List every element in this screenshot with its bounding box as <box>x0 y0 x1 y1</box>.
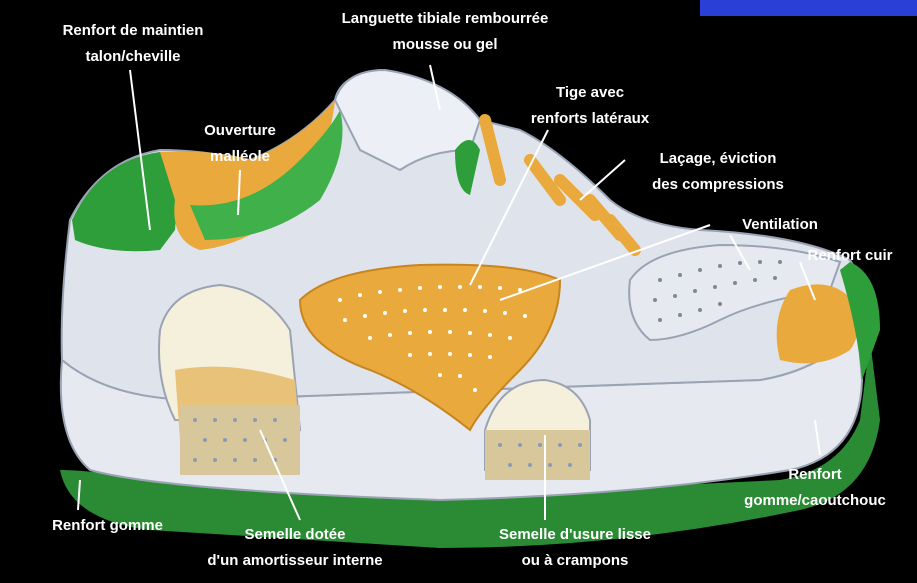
label-ventilation: Ventilation <box>720 212 840 238</box>
forefoot-foam <box>485 430 590 480</box>
heel-foam <box>180 405 300 475</box>
toe-leather <box>777 284 858 363</box>
label-rubber-heel: Renfort gomme <box>20 513 195 539</box>
label-upper-sides: Tige avec renforts latéraux <box>505 80 675 132</box>
label-rubber-front: Renfort gomme/caoutchouc <box>715 462 915 514</box>
heel-counter-green <box>72 152 176 251</box>
label-midsole: Semelle dotée d'un amortisseur interne <box>180 522 410 574</box>
label-toe-leather: Renfort cuir <box>790 243 910 269</box>
label-heel-counter: Renfort de maintien talon/cheville <box>38 18 228 70</box>
label-ankle-opening: Ouverture malléole <box>185 118 295 170</box>
label-lacing: Laçage, éviction des compressions <box>618 146 818 198</box>
label-outsole: Semelle d'usure lisse ou à crampons <box>460 522 690 574</box>
label-tongue: Languette tibiale rembourrée mousse ou g… <box>300 6 590 58</box>
